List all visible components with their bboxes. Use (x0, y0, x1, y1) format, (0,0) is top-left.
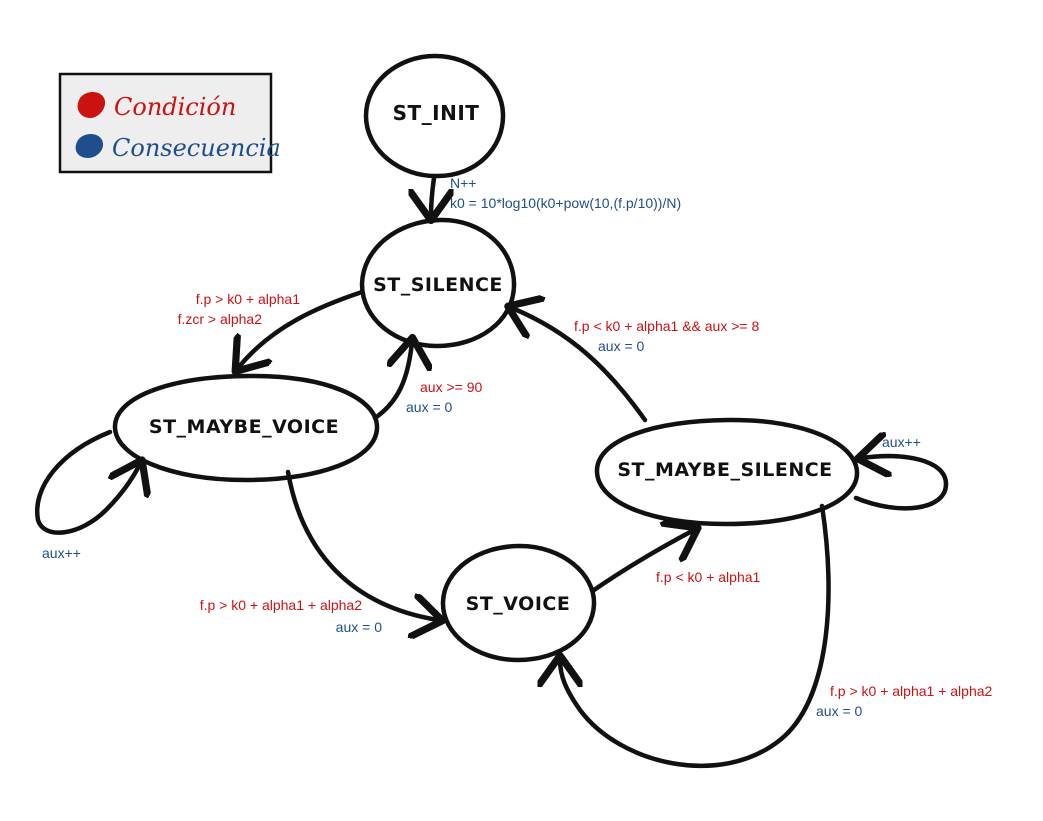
edge-maybe-voice-to-silence-line (372, 342, 412, 421)
legend: Condición Consecuencia (58, 72, 281, 174)
legend-consequence-label: Consecuencia (112, 134, 281, 162)
legend-condition-label: Condición (114, 93, 236, 121)
node-st-voice: ST_VOICE (440, 543, 597, 663)
edge-maybe-voice-self: aux++ (34, 429, 140, 561)
node-st-maybe-voice-label: ST_MAYBE_VOICE (149, 416, 339, 438)
node-st-maybe-silence-outline (594, 417, 860, 527)
edge-maybe-voice-to-voice-line (285, 469, 438, 620)
edge-maybe-silence-self-line (853, 456, 949, 511)
node-st-maybe-silence-label: ST_MAYBE_SILENCE (617, 459, 832, 481)
edge-maybe-voice-to-voice: f.p > k0 + alpha1 + alpha2 aux = 0 (200, 469, 438, 635)
edge-voice-to-maybe-silence: f.p < k0 + alpha1 (591, 530, 761, 593)
node-st-silence-label: ST_SILENCE (373, 274, 503, 296)
edge-maybe-silence-to-silence: f.p < k0 + alpha1 && aux >= 8 aux = 0 (512, 308, 759, 423)
edge-silence-to-maybe-voice-line (238, 289, 365, 368)
edge-init-to-silence: N++ k0 = 10*log10(k0+pow(10,(f.p/10))/N) (431, 175, 681, 216)
edge-silence-to-maybe-voice-condition-1: f.p > k0 + alpha1 (196, 291, 301, 307)
edge-maybe-silence-to-voice-line (560, 503, 831, 769)
edge-voice-to-maybe-silence-line (591, 530, 694, 593)
edge-silence-to-maybe-voice-condition-2: f.zcr > alpha2 (178, 311, 263, 327)
edge-maybe-silence-self: aux++ (853, 434, 949, 511)
edge-maybe-voice-to-silence-consequence: aux = 0 (406, 399, 453, 415)
condition-swatch-icon (77, 92, 106, 118)
edge-maybe-silence-to-voice-consequence: aux = 0 (816, 703, 863, 719)
edge-maybe-silence-self-consequence: aux++ (882, 434, 921, 450)
node-st-voice-label: ST_VOICE (466, 593, 571, 615)
node-st-voice-outline (440, 543, 597, 663)
edge-maybe-voice-self-line (34, 429, 140, 535)
edge-silence-to-maybe-voice: f.p > k0 + alpha1 f.zcr > alpha2 (178, 289, 365, 368)
edge-init-consequence-1: N++ (450, 175, 476, 191)
edge-maybe-voice-self-consequence: aux++ (42, 545, 81, 561)
consequence-swatch-icon (75, 134, 104, 158)
edge-maybe-silence-to-silence-condition: f.p < k0 + alpha1 && aux >= 8 (574, 318, 759, 334)
edge-maybe-voice-to-silence-condition: aux >= 90 (420, 379, 482, 395)
edge-init-consequence-2: k0 = 10*log10(k0+pow(10,(f.p/10))/N) (450, 195, 681, 211)
node-st-init-label: ST_INIT (393, 101, 480, 125)
node-st-init-outline (363, 53, 506, 179)
edge-init-to-silence-line (431, 175, 434, 216)
edge-maybe-voice-to-voice-condition: f.p > k0 + alpha1 + alpha2 (200, 597, 363, 613)
node-st-maybe-silence: ST_MAYBE_SILENCE (594, 417, 860, 527)
edge-maybe-silence-to-voice-condition: f.p > k0 + alpha1 + alpha2 (830, 683, 993, 699)
edge-maybe-voice-to-voice-consequence: aux = 0 (336, 619, 383, 635)
edge-maybe-silence-to-silence-line (512, 308, 648, 423)
edge-maybe-voice-to-silence: aux >= 90 aux = 0 (372, 342, 482, 421)
node-st-maybe-voice-outline (112, 373, 380, 483)
node-st-silence-outline (359, 217, 517, 349)
edge-maybe-silence-to-voice: f.p > k0 + alpha1 + alpha2 aux = 0 (560, 503, 993, 769)
node-st-init: ST_INIT (363, 53, 506, 179)
node-st-maybe-voice: ST_MAYBE_VOICE (112, 373, 380, 483)
edge-voice-to-maybe-silence-condition: f.p < k0 + alpha1 (656, 569, 761, 585)
edge-maybe-silence-to-silence-consequence: aux = 0 (598, 338, 645, 354)
node-st-silence: ST_SILENCE (359, 217, 517, 349)
